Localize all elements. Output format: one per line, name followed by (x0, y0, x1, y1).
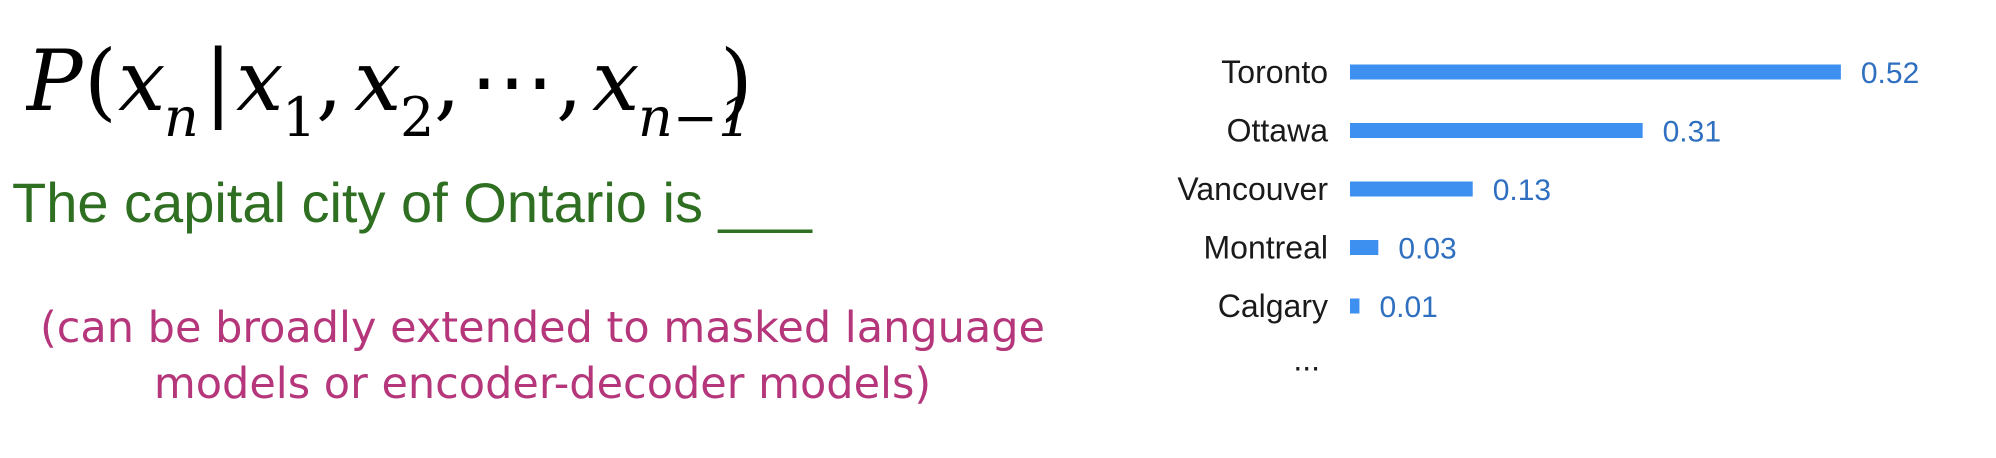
bar-toronto (1350, 64, 1841, 80)
extension-note-line-2: models or encoder-decoder models) (153, 359, 932, 409)
value-label-toronto: 0.52 (1861, 57, 1919, 90)
formula-comma-3: , (556, 32, 583, 130)
formula-conditional-bar: | (204, 32, 232, 130)
value-label-calgary: 0.01 (1379, 291, 1437, 324)
formula-subscript-1: 1 (282, 86, 316, 149)
formula-x-n: x (118, 32, 165, 130)
category-label-calgary: Calgary (1218, 288, 1328, 324)
formula-close-paren: ) (720, 32, 746, 130)
value-label-ottawa: 0.31 (1663, 116, 1721, 149)
extension-note-line-1: (can be broadly extended to masked langu… (39, 303, 1046, 353)
formula-open-paren: ( (84, 32, 117, 130)
probability-formula: P ( x n | x 1 , x 2 , ⋯ , x n−1 ) (24, 22, 753, 162)
extension-note: (can be broadly extended to masked langu… (0, 300, 1085, 412)
bar-calgary (1350, 298, 1360, 314)
category-label-ottawa: Ottawa (1227, 113, 1329, 149)
formula-p: P (26, 32, 84, 130)
formula-comma-2: , (434, 32, 461, 130)
formula-subscript-n-minus-1: n−1 (638, 86, 746, 149)
bar-montreal (1350, 240, 1379, 255)
formula-subscript-n: n (164, 86, 199, 149)
formula-svg: P ( x n | x 1 , x 2 , ⋯ , x n−1 ) (24, 32, 753, 149)
formula-x-n-minus-1: x (592, 32, 639, 130)
more-categories-ellipsis: ... (1293, 342, 1320, 378)
bar-ottawa (1350, 123, 1643, 138)
category-label-toronto: Toronto (1221, 54, 1328, 90)
prompt-sentence: The capital city of Ontario is ___ (12, 171, 812, 234)
value-label-montreal: 0.03 (1398, 233, 1456, 266)
category-label-montreal: Montreal (1204, 230, 1329, 266)
formula-x-2: x (354, 32, 401, 130)
formula-comma-1: , (316, 32, 343, 130)
formula-x-1: x (236, 32, 283, 130)
formula-ellipsis: ⋯ (470, 32, 554, 130)
formula-subscript-2: 2 (400, 86, 434, 149)
bar-vancouver (1350, 181, 1473, 197)
category-label-vancouver: Vancouver (1177, 171, 1328, 207)
value-label-vancouver: 0.13 (1493, 174, 1551, 207)
